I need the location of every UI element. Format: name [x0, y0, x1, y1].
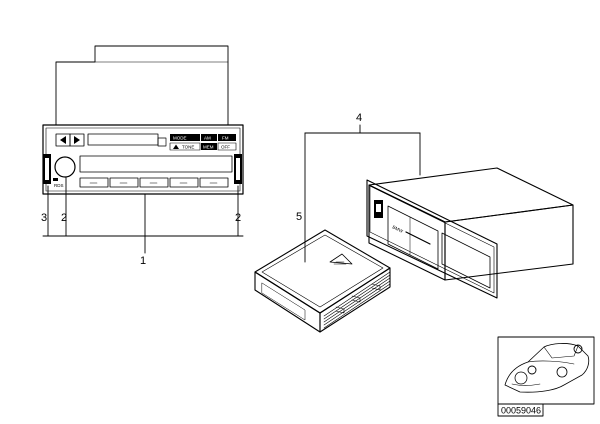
changer-brand-label: BMW: [392, 224, 405, 234]
changer-leaders: [304, 124, 421, 263]
vehicle-inset: [497, 336, 595, 405]
callout-3: 3: [41, 212, 47, 224]
tone-label: TONE: [182, 145, 194, 150]
callout-1: 1: [140, 255, 146, 267]
diagram-code: 00059046: [501, 406, 541, 416]
fm-label: FM: [222, 136, 229, 141]
mem-label: MEM: [203, 145, 214, 150]
callout-4: 4: [356, 112, 362, 124]
radio-unit: MODE AM FM TONE MEM OFF RDS: [42, 45, 244, 195]
rds-label: RDS: [54, 183, 64, 188]
mode-label: MODE: [173, 136, 187, 141]
callout-5: 5: [296, 211, 302, 223]
code-box: [497, 403, 544, 417]
am-label: AM: [204, 136, 211, 141]
off-label: OFF: [221, 145, 230, 150]
radio-leaders: [42, 176, 244, 254]
cd-magazine: [254, 229, 391, 333]
cd-changer: BMW: [366, 167, 574, 299]
callout-2-right: 2: [235, 212, 241, 224]
callout-2: 2: [61, 212, 67, 224]
